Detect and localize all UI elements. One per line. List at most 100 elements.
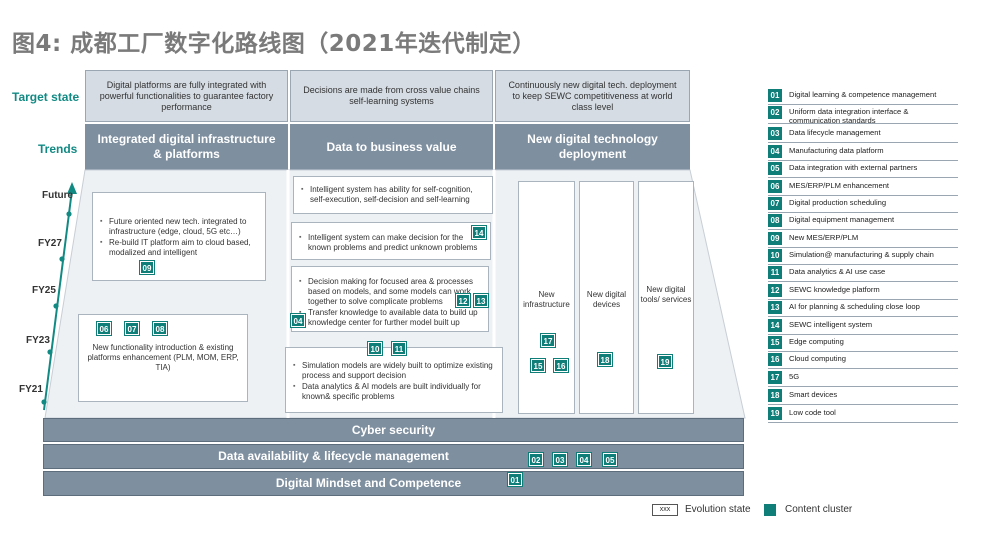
legend-text: MES/ERP/PLM enhancement <box>789 181 890 190</box>
col2-card-3-item-1: Decision making for focused area & proce… <box>299 277 482 307</box>
trends-label: Trends <box>38 142 78 156</box>
col3-card-devices-label: New digital devices <box>586 290 627 309</box>
legend-number: 08 <box>768 214 782 227</box>
legend-item: 07 Digital production scheduling <box>768 197 958 213</box>
content-cluster-tag: 10 <box>367 341 383 356</box>
col2-card-3-item-2: Transfer knowledge to available data to … <box>299 308 482 328</box>
content-cluster-tag: 02 <box>528 452 544 467</box>
content-cluster-tag: 03 <box>552 452 568 467</box>
content-cluster-tag: 14 <box>471 225 487 240</box>
content-cluster-tag: 19 <box>657 354 673 369</box>
content-cluster-tag: 18 <box>597 352 613 367</box>
legend-text: Manufacturing data platform <box>789 146 884 155</box>
content-cluster-tag: 06 <box>96 321 112 336</box>
legend-text: Smart devices <box>789 390 838 399</box>
col1-lower-text: New functionality introduction & existin… <box>87 343 239 372</box>
content-cluster-tag: 05 <box>602 452 618 467</box>
trend-1: Integrated digital infrastructure & plat… <box>85 124 288 170</box>
legend-text: New MES/ERP/PLM <box>789 233 859 242</box>
legend-text: Digital equipment management <box>789 215 895 224</box>
legend-text: Low code tool <box>789 408 836 417</box>
timeline-fy27: FY27 <box>38 238 62 249</box>
legend-number: 04 <box>768 145 782 158</box>
timeline-future: Future <box>42 190 74 201</box>
legend-item: 11 Data analytics & AI use case <box>768 266 958 282</box>
content-cluster-tag: 01 <box>507 472 523 487</box>
target-state-1: Digital platforms are fully integrated w… <box>85 70 288 122</box>
target-state-2: Decisions are made from cross value chai… <box>290 70 493 122</box>
legend-number: 09 <box>768 232 782 245</box>
legend-text: Edge computing <box>789 337 844 346</box>
legend-number: 05 <box>768 162 782 175</box>
legend-item: 06 MES/ERP/PLM enhancement <box>768 180 958 196</box>
col3-card-tools: New digital tools/ services <box>638 181 694 414</box>
legend-number: 12 <box>768 284 782 297</box>
legend-item: 15 Edge computing <box>768 336 958 352</box>
legend-text: Data analytics & AI use case <box>789 267 886 276</box>
legend-number: 11 <box>768 266 782 279</box>
target-state-3: Continuously new digital tech. deploymen… <box>495 70 690 122</box>
legend-item: 08 Digital equipment management <box>768 214 958 230</box>
digital-mindset-label: Digital Mindset and Competence <box>275 476 462 490</box>
legend-number: 01 <box>768 89 782 102</box>
legend-number: 18 <box>768 389 782 402</box>
legend-text: Data lifecycle management <box>789 128 881 137</box>
legend-text: SEWC intelligent system <box>789 320 873 329</box>
content-cluster-tag: 17 <box>540 333 556 348</box>
col1-upper-item-1: Future oriented new tech. integrated to … <box>100 217 259 237</box>
content-cluster-tag: 04 <box>290 313 306 328</box>
legend-number: 07 <box>768 197 782 210</box>
legend-number: 16 <box>768 353 782 366</box>
legend-number: 10 <box>768 249 782 262</box>
col2-card-3: Decision making for focused area & proce… <box>291 266 489 332</box>
timeline-fy21: FY21 <box>19 384 43 395</box>
legend-number: 15 <box>768 336 782 349</box>
col2-card-4: Simulation models are widely built to op… <box>285 347 503 413</box>
legend-text: SEWC knowledge platform <box>789 285 880 294</box>
content-cluster-label: Content cluster <box>785 504 853 515</box>
legend-item: 05 Data integration with external partner… <box>768 162 958 178</box>
legend-item: 18 Smart devices <box>768 389 958 405</box>
legend-number: 13 <box>768 301 782 314</box>
timeline-fy23: FY23 <box>26 335 50 346</box>
col2-card-2-text: Intelligent system can make decision for… <box>299 233 484 253</box>
content-cluster-tag: 08 <box>152 321 168 336</box>
col2-card-4-item-2: Data analytics & AI models are built ind… <box>293 382 496 402</box>
evolution-state-swatch: xxx <box>652 504 678 516</box>
legend-item: 09 New MES/ERP/PLM <box>768 232 958 248</box>
col2-card-1: Intelligent system has ability for self-… <box>293 176 493 214</box>
content-cluster-tag: 09 <box>139 260 155 275</box>
col1-upper-card: Future oriented new tech. integrated to … <box>92 192 266 281</box>
col2-card-2: Intelligent system can make decision for… <box>291 222 491 260</box>
col3-card-infrastructure: New infrastructure <box>518 181 575 414</box>
legend-text: Data integration with external partners <box>789 163 918 172</box>
col3-card-devices: New digital devices <box>579 181 634 414</box>
legend-text: 5G <box>789 372 800 381</box>
content-cluster-tag: 12 <box>455 293 471 308</box>
legend-item: 16 Cloud computing <box>768 353 958 369</box>
legend-item: 12 SEWC knowledge platform <box>768 284 958 300</box>
col1-upper-item-2: Re-build IT platform aim to cloud based,… <box>100 238 259 258</box>
target-state-label: Target state <box>12 90 80 104</box>
col2-card-4-item-1: Simulation models are widely built to op… <box>293 361 496 381</box>
digital-mindset-bar: Digital Mindset and Competence <box>43 471 744 496</box>
content-cluster-tag: 16 <box>553 358 569 373</box>
legend-item: 04 Manufacturing data platform <box>768 145 958 161</box>
page-title: 图4: 成都工厂数字化路线图（2021年迭代制定） <box>12 31 536 57</box>
content-cluster-swatch <box>764 504 776 516</box>
evolution-state-label: Evolution state <box>685 504 751 515</box>
legend-text: Digital production scheduling <box>789 198 887 207</box>
legend-text: Cloud computing <box>789 354 846 363</box>
legend-number: 17 <box>768 371 782 384</box>
col2-card-1-text: Intelligent system has ability for self-… <box>301 185 486 205</box>
content-cluster-tag: 07 <box>124 321 140 336</box>
cyber-security-bar: Cyber security <box>43 418 744 442</box>
legend-text: Uniform data integration interface & com… <box>789 107 909 125</box>
legend-item: 17 5G <box>768 371 958 387</box>
legend-number: 06 <box>768 180 782 193</box>
